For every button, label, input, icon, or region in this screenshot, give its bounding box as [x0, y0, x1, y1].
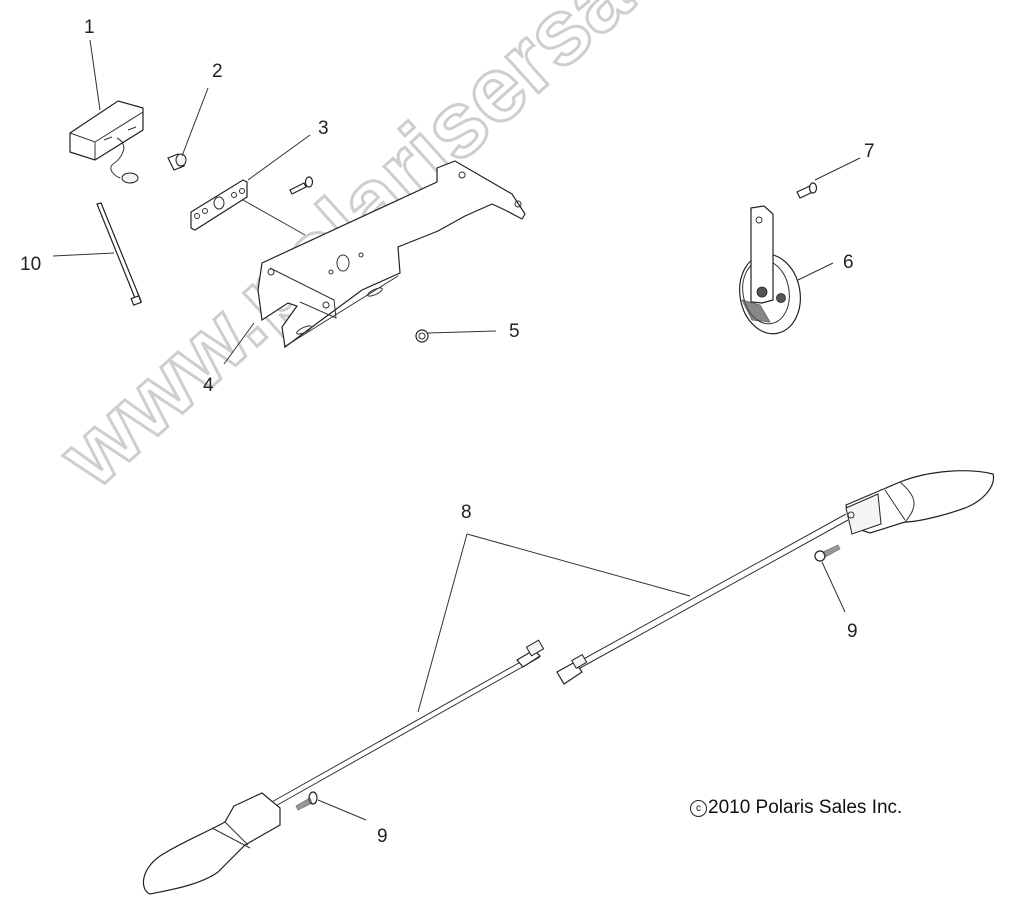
- leader-5: [427, 330, 497, 334]
- part-9-screw-right[interactable]: [814, 544, 841, 562]
- part-5-nut[interactable]: [415, 329, 429, 343]
- part-6-horn[interactable]: [734, 205, 807, 339]
- part-3-plate[interactable]: [190, 179, 248, 231]
- part-8-turn-signal-right[interactable]: [556, 470, 995, 685]
- part-9-screw-left[interactable]: [295, 791, 318, 811]
- spacer-line: [312, 158, 858, 181]
- leader-1: [89, 39, 101, 111]
- part-8-turn-signal-left[interactable]: [142, 639, 545, 895]
- copyright-text: 2010 Polaris Sales Inc.: [708, 797, 903, 818]
- leader-3: [247, 134, 311, 181]
- part-1-license-light[interactable]: [69, 100, 144, 184]
- part-4-bracket[interactable]: [257, 160, 526, 349]
- leader-9b: [317, 799, 367, 821]
- callout-7: 7: [864, 141, 875, 162]
- leader-10: [52, 252, 115, 257]
- copyright-symbol-icon: c: [690, 800, 707, 817]
- leader-9a: [821, 561, 846, 613]
- leader-7: [814, 157, 861, 181]
- leader-6: [797, 262, 834, 281]
- callout-1: 1: [84, 17, 95, 38]
- callout-10: 10: [20, 254, 42, 275]
- leader-3b: [242, 199, 306, 236]
- callout-6: 6: [843, 252, 854, 273]
- part-7-bolt[interactable]: [796, 182, 818, 199]
- part-10-cable-tie[interactable]: [96, 202, 142, 306]
- callout-4: 4: [203, 375, 214, 396]
- leader-4: [223, 322, 255, 365]
- callout-5: 5: [509, 321, 520, 342]
- callout-9-right: 9: [847, 621, 858, 642]
- callout-8: 8: [461, 502, 472, 523]
- callout-9-left: 9: [377, 826, 388, 847]
- part-2-spacer[interactable]: [167, 153, 187, 171]
- callout-2: 2: [212, 61, 223, 82]
- leader-2: [181, 87, 209, 157]
- leader-8: [417, 533, 691, 713]
- callout-3: 3: [318, 118, 329, 139]
- part-7-screw[interactable]: [289, 176, 314, 195]
